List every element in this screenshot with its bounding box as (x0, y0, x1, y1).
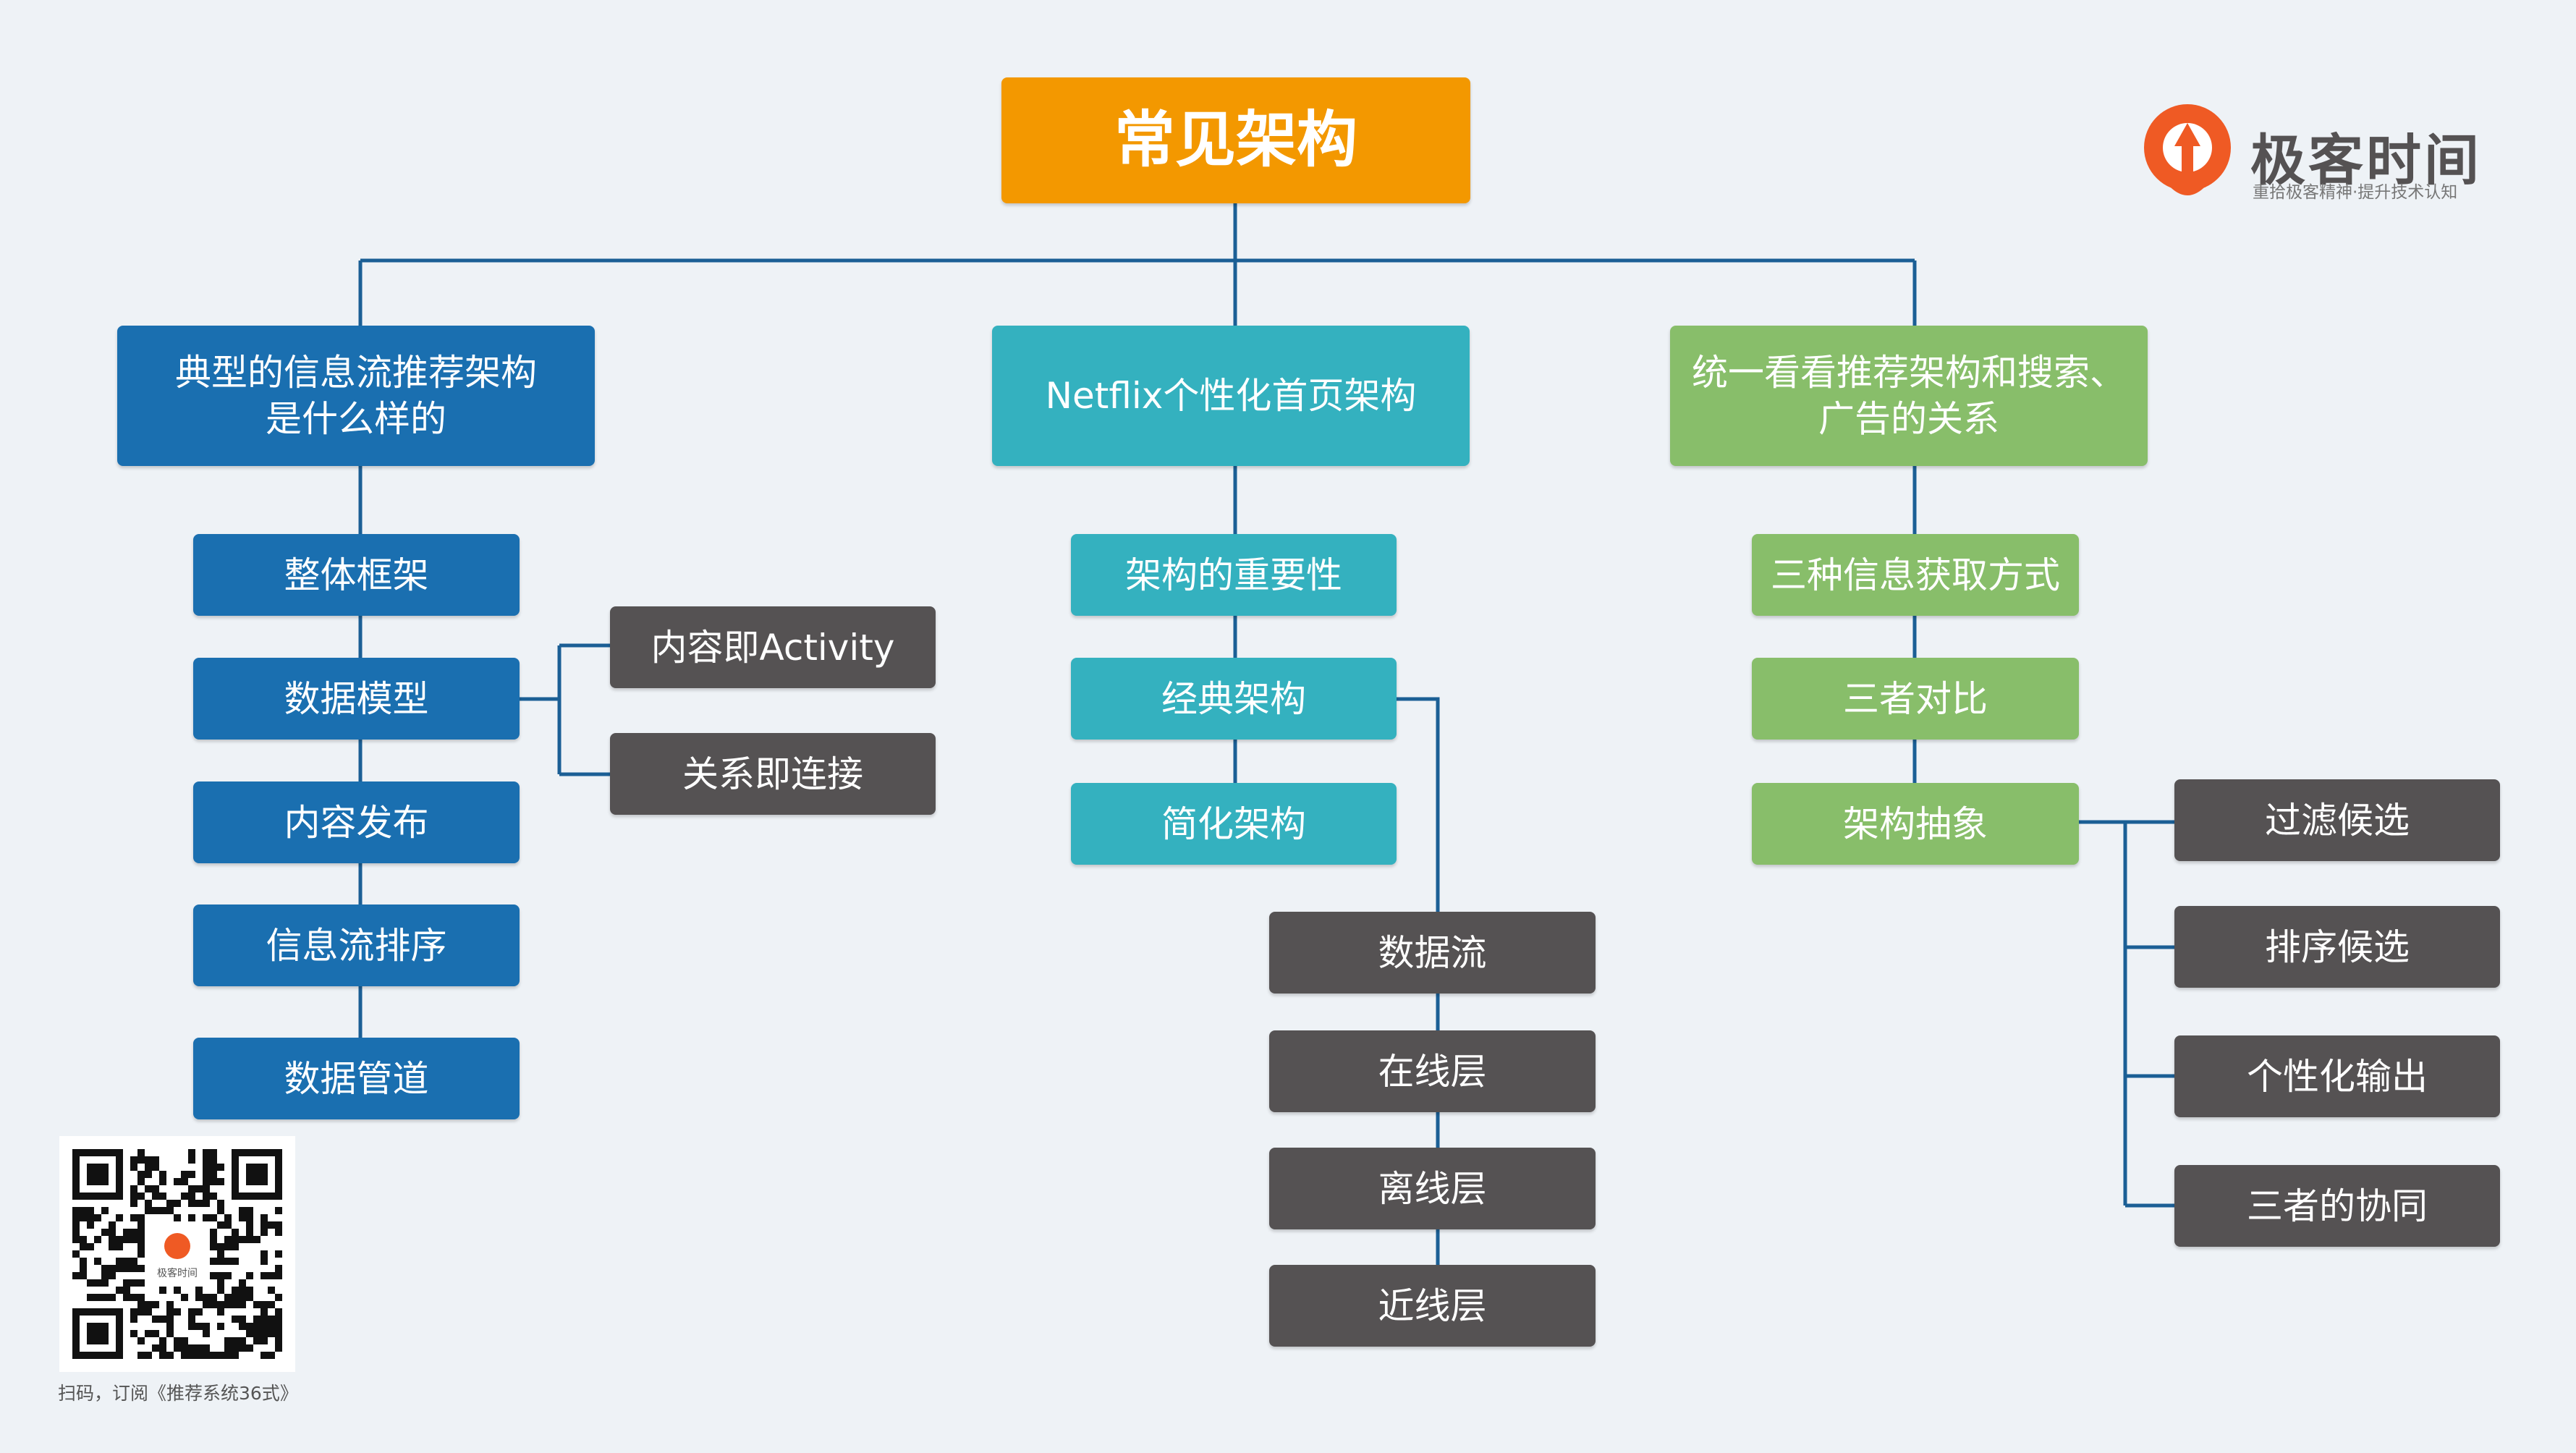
node-three-access-methods: 三种信息获取方式 (1752, 534, 2079, 616)
node-rank-candidates: 排序候选 (2174, 906, 2500, 988)
brand-logo: 极客时间 重拾极客精神·提升技术认知 (2138, 98, 2493, 214)
node-simplified-architecture: 简化架构 (1071, 783, 1397, 865)
node-personalized-output: 个性化输出 (2174, 1035, 2500, 1117)
qr-logo-text: 极客时间 (157, 1267, 198, 1279)
node-offline-layer: 离线层 (1269, 1148, 1596, 1229)
node-architecture-abstraction: 架构抽象 (1752, 783, 2079, 865)
qr-code: 极客时间 (59, 1136, 295, 1372)
branch-node-netflix-homepage: Netflix个性化首页架构 (992, 326, 1470, 466)
qr-code-icon: 极客时间 (72, 1149, 282, 1359)
qr-caption: 扫码，订阅《推荐系统36式》 (58, 1383, 298, 1404)
node-architecture-importance: 架构的重要性 (1071, 534, 1397, 616)
node-online-layer: 在线层 (1269, 1030, 1596, 1112)
node-overall-framework: 整体框架 (193, 534, 520, 616)
brand-name: 极客时间 (2250, 128, 2482, 192)
brand-slogan: 重拾极客精神·提升技术认知 (2253, 183, 2458, 202)
node-filter-candidates: 过滤候选 (2174, 779, 2500, 861)
node-nearline-layer: 近线层 (1269, 1265, 1596, 1347)
node-content-is-activity: 内容即Activity (610, 606, 936, 688)
node-data-model: 数据模型 (193, 658, 520, 740)
node-content-publish: 内容发布 (193, 781, 520, 863)
root-node: 常见架构 (1001, 77, 1470, 203)
node-feed-ranking: 信息流排序 (193, 905, 520, 986)
node-three-comparison: 三者对比 (1752, 658, 2079, 740)
brand-mark-icon (2144, 104, 2231, 195)
node-data-flow: 数据流 (1269, 912, 1596, 994)
branch-node-feed-architecture: 典型的信息流推荐架构 是什么样的 (117, 326, 595, 466)
node-relation-is-connection: 关系即连接 (610, 733, 936, 815)
branch-node-search-ads-relation: 统一看看推荐架构和搜索、 广告的关系 (1670, 326, 2148, 466)
node-three-synergy: 三者的协同 (2174, 1165, 2500, 1247)
node-data-pipeline: 数据管道 (193, 1038, 520, 1119)
node-classic-architecture: 经典架构 (1071, 658, 1397, 740)
